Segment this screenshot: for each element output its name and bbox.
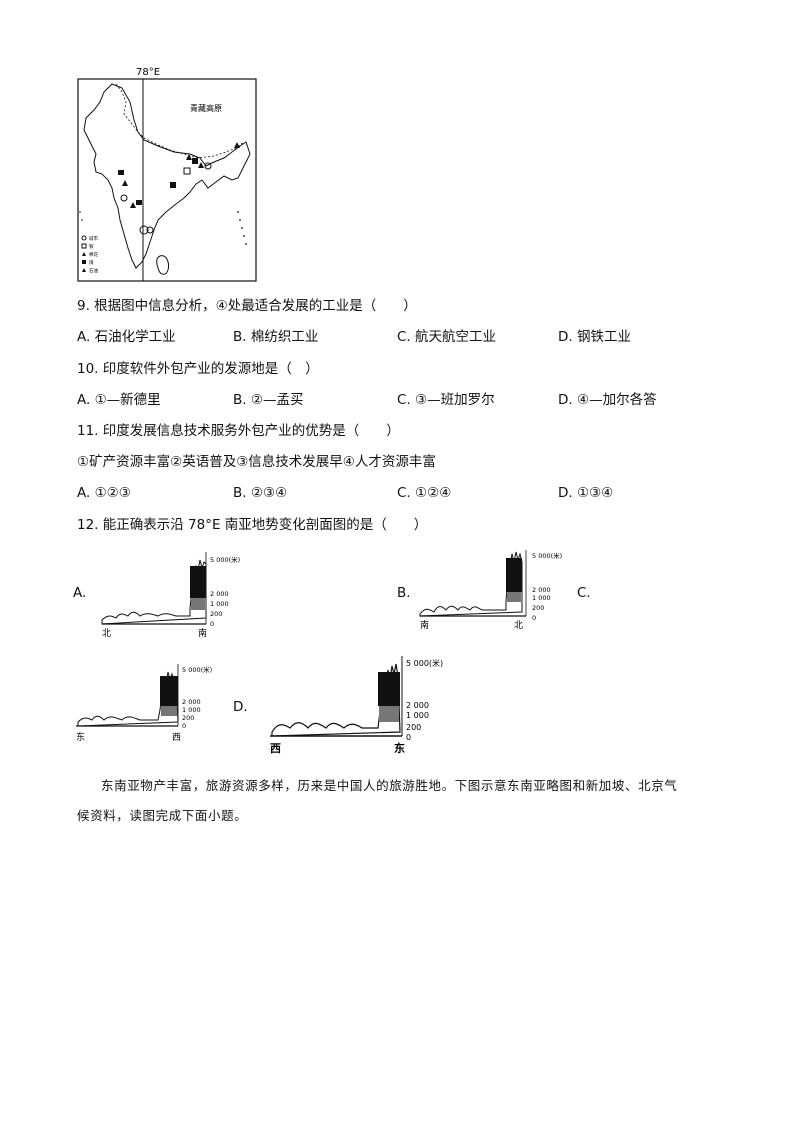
q10-stem: 10. 印度软件外包产业的发源地是（ ） — [77, 361, 319, 377]
profile-a: 北 南 5 000(米) 2 000 1 000 200 0 — [100, 550, 270, 639]
profile-c: 东 西 5 000(米) 2 000 1 000 200 0 — [74, 662, 244, 744]
profile-c-right-label: 西 — [172, 732, 181, 743]
q11-option-a: A. ①②③ — [77, 485, 131, 501]
profile-d: 西 东 5 000(米) 2 000 1 000 200 0 — [266, 652, 466, 760]
resource-symbols — [118, 142, 240, 235]
profile-d-left-label: 西 — [270, 742, 281, 755]
svg-text:1 000: 1 000 — [406, 711, 429, 720]
svg-text:石油: 石油 — [89, 267, 98, 274]
q11-option-d: D. ①③④ — [558, 485, 614, 501]
svg-text:200: 200 — [532, 604, 544, 612]
svg-text:铁: 铁 — [89, 243, 94, 250]
intro-line-2: 候资料，读图完成下面小题。 — [77, 808, 248, 823]
q12-option-a-letter: A. — [73, 585, 87, 601]
q10-option-d: D. ④—加尔各答 — [558, 392, 657, 408]
svg-text:1 000: 1 000 — [210, 600, 229, 608]
india-map-svg: 78°E 青藏高原 城市 — [77, 67, 257, 282]
profile-a-top-label: 5 000(米) — [210, 555, 240, 564]
india-coastline — [83, 83, 251, 269]
profile-a-left-label: 北 — [102, 628, 111, 638]
svg-text:2 000: 2 000 — [532, 586, 551, 594]
q12-option-b-letter: B. — [397, 585, 411, 601]
svg-text:煤: 煤 — [89, 259, 94, 266]
sri-lanka-island — [156, 255, 169, 275]
svg-text:0: 0 — [182, 722, 186, 730]
profile-a-right-label: 南 — [198, 627, 207, 638]
svg-text:200: 200 — [182, 714, 194, 722]
profile-c-left-label: 东 — [76, 731, 85, 743]
meridian-label: 78°E — [136, 67, 160, 78]
profile-b-right-label: 北 — [514, 620, 523, 631]
svg-text:城市: 城市 — [89, 235, 98, 242]
region-label: 青藏高原 — [190, 103, 222, 113]
q9-stem: 9. 根据图中信息分析，④处最适合发展的工业是（ ） — [77, 298, 417, 314]
svg-text:2 000: 2 000 — [182, 698, 201, 706]
svg-text:200: 200 — [406, 723, 421, 732]
profile-d-right-label: 东 — [394, 741, 405, 755]
q10-option-c: C. ③—班加罗尔 — [397, 392, 495, 408]
svg-text:0: 0 — [532, 614, 536, 622]
svg-text:2 000: 2 000 — [406, 701, 429, 710]
q9-option-a: A. 石油化学工业 — [77, 329, 176, 345]
profile-d-top-label: 5 000(米) — [406, 658, 443, 668]
q11-option-b: B. ②③④ — [233, 485, 288, 501]
q11-stem: 11. 印度发展信息技术服务外包产业的优势是（ ） — [77, 423, 400, 439]
q12-option-c-letter: C. — [577, 585, 591, 601]
profile-b: 南 北 5 000(米) 2 000 1 000 200 0 — [414, 548, 584, 636]
svg-text:1 000: 1 000 — [182, 706, 201, 714]
profile-b-top-label: 5 000(米) — [532, 551, 562, 560]
svg-text:0: 0 — [210, 620, 214, 628]
q12-stem: 12. 能正确表示沿 78°E 南亚地势变化剖面图的是（ ） — [77, 517, 428, 533]
svg-text:0: 0 — [406, 733, 411, 742]
q11-option-c: C. ①②④ — [397, 485, 452, 501]
profile-b-left-label: 南 — [420, 619, 429, 631]
profile-c-top-label: 5 000(米) — [182, 665, 212, 674]
q9-option-c: C. 航天航空工业 — [397, 329, 497, 345]
q10-option-a: A. ①—新德里 — [77, 392, 161, 408]
svg-text:2 000: 2 000 — [210, 590, 229, 598]
intro-line-1: 东南亚物产丰富，旅游资源多样，历来是中国人的旅游胜地。下图示意东南亚略图和新加坡… — [101, 778, 678, 793]
q10-option-b: B. ②—孟买 — [233, 392, 304, 408]
india-map-figure: 78°E 青藏高原 城市 — [74, 62, 260, 284]
svg-text:1 000: 1 000 — [532, 594, 551, 602]
q9-option-b: B. 棉纺织工业 — [233, 329, 319, 345]
q12-option-d-letter: D. — [233, 699, 248, 715]
map-legend: 城市 铁 棉花 煤 石油 — [81, 235, 98, 274]
q11-statements: ①矿产资源丰富②英语普及③信息技术发展早④人才资源丰富 — [77, 454, 436, 470]
svg-text:200: 200 — [210, 610, 222, 618]
q9-option-d: D. 钢铁工业 — [558, 329, 631, 345]
svg-text:棉花: 棉花 — [89, 251, 98, 258]
